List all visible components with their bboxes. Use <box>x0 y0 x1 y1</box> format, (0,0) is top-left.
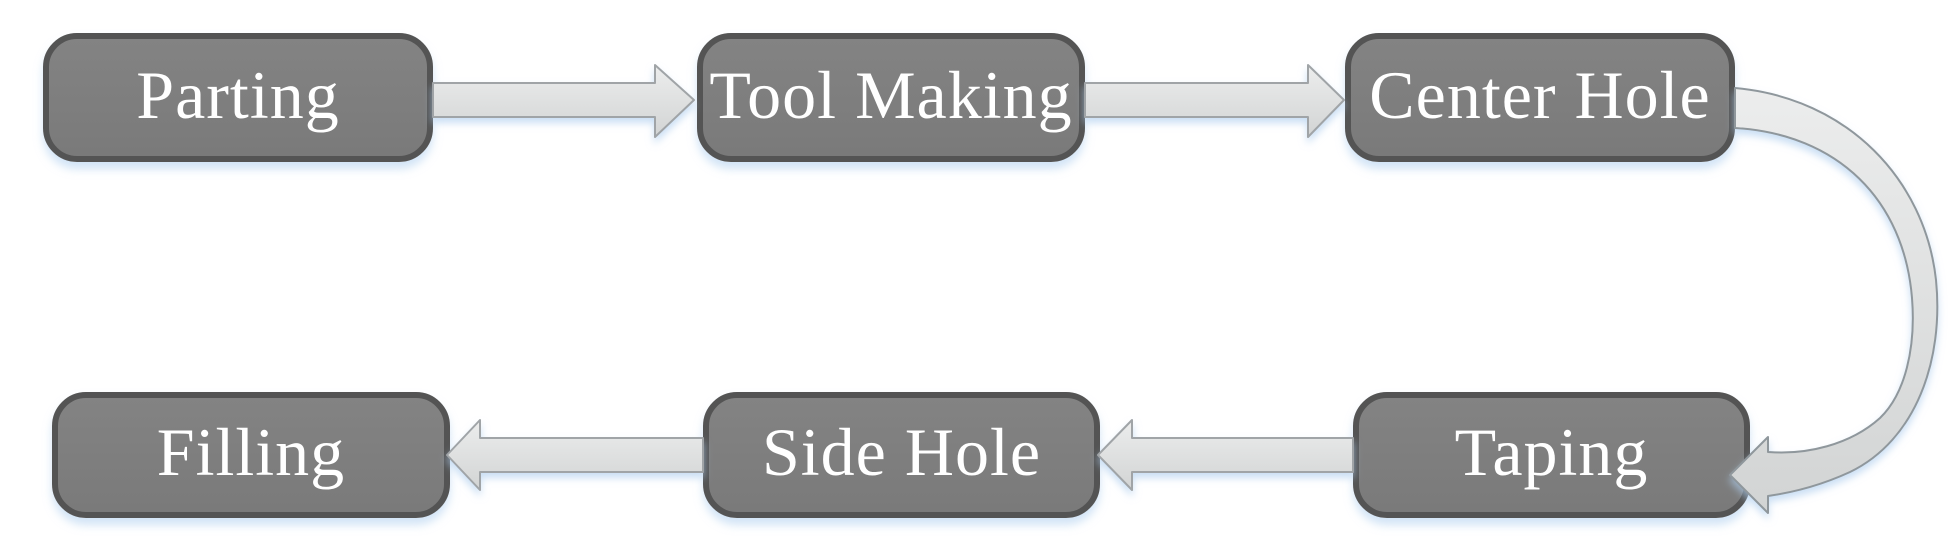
node-taping: Taping <box>1353 392 1750 518</box>
node-center-hole-label: Center Hole <box>1369 56 1711 133</box>
arrow-center-hole-to-taping-curved <box>1729 87 1939 514</box>
arrow-tool-making-to-center-hole <box>1084 64 1345 138</box>
node-tool-making-label: Tool Making <box>709 56 1073 133</box>
node-side-hole: Side Hole <box>703 392 1100 518</box>
node-parting-label: Parting <box>136 56 340 133</box>
arrow-side-hole-to-filling <box>446 419 704 491</box>
arrow-taping-to-side-hole <box>1097 419 1354 491</box>
node-filling-label: Filling <box>156 414 346 490</box>
node-parting: Parting <box>43 33 433 162</box>
node-filling: Filling <box>52 392 450 518</box>
node-center-hole: Center Hole <box>1345 33 1735 162</box>
node-taping-label: Taping <box>1454 414 1649 490</box>
arrow-parting-to-tool-making <box>432 64 695 138</box>
node-tool-making: Tool Making <box>697 33 1085 162</box>
node-side-hole-label: Side Hole <box>761 414 1042 490</box>
